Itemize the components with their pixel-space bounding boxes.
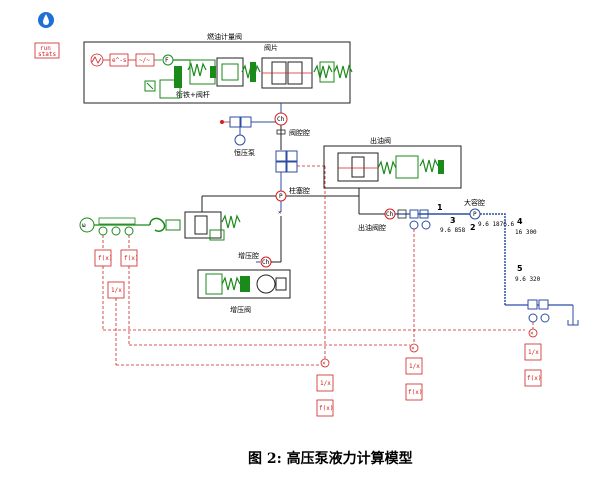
svg-text:ω: ω [82,222,86,229]
fuel-metering-valve-label: 燃油计量阀 [207,32,242,41]
svg-text:f(x): f(x) [408,389,422,396]
svg-text:f(x): f(x) [319,405,333,412]
drop-logo-icon [38,12,54,28]
figure-caption: 图 2: 高压泵液力计算模型 [248,450,413,467]
outlet-valve-label: 出油阀 [370,136,391,145]
node-5-label: 5 [517,264,523,273]
svg-text:F: F [165,57,169,64]
plunger-chamber: P 柱塞腔 ✕ [275,186,310,216]
sensor-column-middle: × 1/x f(x) [405,229,422,401]
svg-text:f(x): f(x) [527,375,541,382]
pressure-pump-label: 恒压泵 [234,148,255,157]
readout-4: 16 300 [515,229,537,236]
spring-valve-rod-label: 衔铁+阀杆 [176,90,210,99]
readout-3: 9.6 858 [440,227,466,234]
sensor-row-left: f(x) f(x) 1/x [94,235,138,365]
svg-text:×: × [411,345,415,352]
svg-text:f(x): f(x) [124,255,138,262]
svg-text:Ch: Ch [262,259,270,266]
svg-text:f(x): f(x) [98,255,112,262]
svg-text:e^-s: e^-s [112,57,127,64]
fuel-metering-valve-box: 燃油计量阀 阀片 衔铁+阀杆 e^-s ~/~ F [83,32,353,104]
svg-text:1/x: 1/x [528,349,539,356]
valve-plate-label: 阀片 [264,43,278,52]
svg-text:stats: stats [38,51,56,58]
svg-text:P: P [473,211,477,218]
svg-text:1/x: 1/x [111,287,122,294]
sensor-column-left: × 1/x f(x) [316,166,333,417]
valve-chamber-label: 阀腔腔 [289,128,310,137]
run-stats-button[interactable]: run stats [34,42,60,59]
damper-valve-label: 增压阀 [230,305,251,314]
outlet-valve-box: 出油阀 [323,136,462,189]
sensor-pair-left [275,150,325,173]
damper-chamber: 增压腔 Ch [238,251,281,268]
readout-2: 9.6 1876.6 [478,221,515,228]
svg-text:×: × [530,330,534,337]
svg-text:×: × [322,360,326,367]
svg-text:Ch: Ch [277,116,285,123]
svg-text:1/x: 1/x [320,380,331,387]
node-1-label: 1 [437,203,443,212]
svg-text:✕: ✕ [278,209,282,216]
damper-valve-box: 增压阀 [197,269,291,314]
sensor-row-right: × 1/x f(x) [505,299,579,387]
node-4-label: 4 [517,217,523,226]
svg-text:1/x: 1/x [409,363,420,370]
outlet-chamber-label: 出油阀腔 [358,223,386,232]
node-3-label: 3 [450,216,456,225]
valve-chamber: Ch 阀腔腔 [274,112,310,137]
large-volume-chamber: P 大容腔 2 9.6 1876.6 [464,198,515,232]
readout-5: 9.6 320 [515,276,541,283]
pressure-pump-symbol: 恒压泵 [220,116,255,157]
node-2-label: 2 [470,223,476,232]
large-volume-label: 大容腔 [464,198,485,207]
plunger-chamber-label: 柱塞腔 [289,186,310,195]
svg-text:P: P [279,193,283,200]
svg-text:Ch: Ch [386,211,394,218]
svg-text:run: run [40,45,51,52]
svg-text:~/~: ~/~ [139,57,150,64]
damper-chamber-label: 增压腔 [238,251,259,260]
cam-drive-assembly: ω [79,211,241,241]
